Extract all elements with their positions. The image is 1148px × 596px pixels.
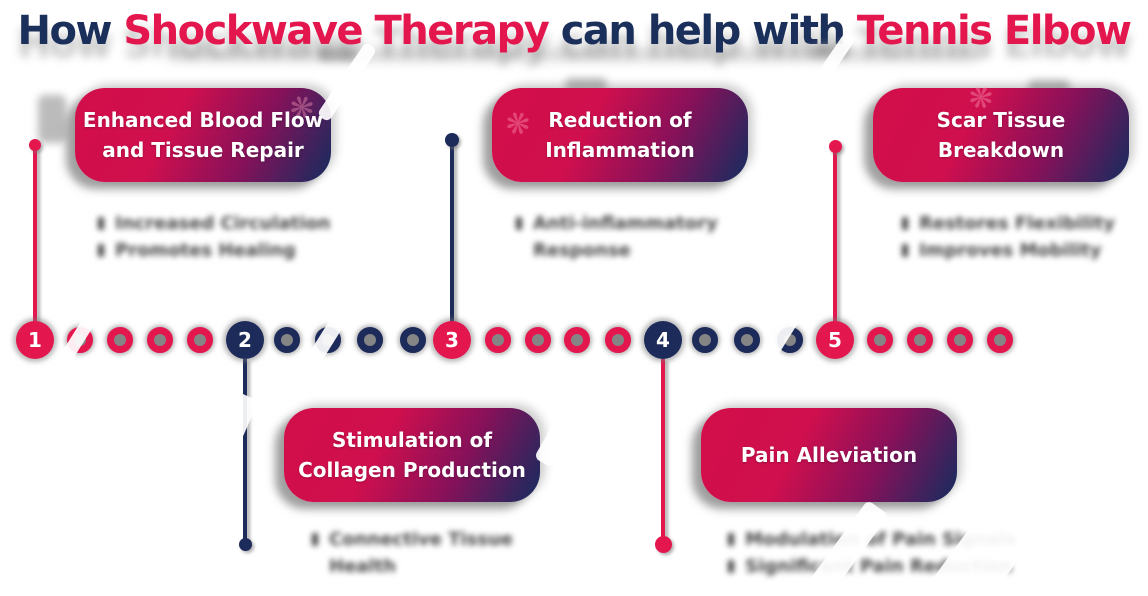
- step-number: 1: [28, 328, 42, 352]
- shockwave-watermark-icon: ❋: [500, 103, 537, 146]
- timeline-ring: [734, 327, 760, 353]
- timeline-ring: [907, 327, 933, 353]
- timeline-ring: [692, 327, 718, 353]
- card-scar-tissue-breakdown: ❋ Scar Tissue Breakdown: [873, 78, 1129, 182]
- card-title-line: Pain Alleviation: [740, 443, 918, 467]
- note-enhanced-blood-flow: Increased Circulation Promotes Healing: [98, 210, 331, 264]
- timeline-step-1: 1: [16, 321, 54, 359]
- timeline-step-2: 2: [226, 321, 264, 359]
- card-pain-alleviation: Pain Alleviation: [701, 408, 957, 502]
- card-title-line: Collagen Production: [298, 458, 526, 482]
- note-line: Anti-inflammatory: [533, 213, 718, 234]
- title-segment-highlight: Tennis Elbow: [856, 8, 1132, 54]
- timeline-ring: [947, 327, 973, 353]
- card-title-line: and Tissue Repair: [102, 138, 304, 162]
- decorative-streak: [48, 301, 105, 381]
- decorative-smudge: [565, 78, 607, 91]
- note-reduction-of-inflammation: Anti-inflammatory Response: [516, 210, 718, 264]
- timeline-step-5: 5: [816, 321, 854, 359]
- note-line: Modulation of Pain Signals: [745, 529, 1016, 550]
- step-number: 5: [828, 328, 842, 352]
- note-line: Connective Tissue: [329, 529, 513, 550]
- decorative-streak: [295, 298, 356, 384]
- note-line: Restores Flexibility: [919, 213, 1116, 234]
- bullet-icon: [902, 217, 908, 230]
- timeline-ring: [987, 327, 1013, 353]
- timeline-ring: [400, 327, 426, 353]
- note-line: Response: [533, 240, 631, 261]
- note-line: Promotes Healing: [115, 240, 296, 261]
- timeline-ring: [564, 327, 590, 353]
- card-title-line: Reduction of: [548, 108, 692, 132]
- bullet-icon: [98, 244, 104, 257]
- decorative-streak: [533, 362, 607, 468]
- note-stimulation-of-collagen: Connective Tissue Health: [312, 526, 513, 580]
- card-title-line: Inflammation: [545, 138, 695, 162]
- timeline-ring: [867, 327, 893, 353]
- card-title-line: Scar Tissue: [936, 108, 1066, 132]
- card-reduction-of-inflammation: ❋ Reduction of Inflammation: [492, 88, 748, 182]
- step-number: 3: [445, 328, 459, 352]
- bullet-icon: [902, 244, 908, 257]
- timeline-step-4: 4: [644, 321, 682, 359]
- title-segment-highlight: Shockwave Therapy: [123, 8, 549, 54]
- card-title-line: Enhanced Blood Flow: [82, 108, 324, 132]
- bullet-icon: [728, 560, 734, 573]
- connector-endpoint-step-5: [829, 140, 842, 153]
- bullet-icon: [98, 217, 104, 230]
- timeline-ring: [274, 327, 300, 353]
- note-scar-tissue-breakdown: Restores Flexibility Improves Mobility: [902, 210, 1115, 264]
- card-stimulation-of-collagen: Stimulation of Collagen Production: [284, 408, 540, 502]
- connector-step-3: [450, 141, 454, 322]
- bullet-icon: [728, 533, 734, 546]
- note-line: Improves Mobility: [919, 240, 1102, 261]
- bullet-icon: [312, 533, 318, 546]
- timeline-ring: [525, 327, 551, 353]
- step-number: 4: [656, 328, 670, 352]
- card-title-line: Stimulation of: [331, 428, 493, 452]
- card-title-line: Breakdown: [937, 138, 1065, 162]
- connector-step-1: [33, 147, 37, 323]
- timeline-ring: [485, 327, 511, 353]
- timeline-ring: [107, 327, 133, 353]
- connector-step-4: [661, 359, 665, 540]
- page-title: How Shockwave Therapy can help with Tenn…: [0, 8, 1148, 54]
- decorative-smudge: [38, 95, 66, 143]
- bullet-icon: [516, 217, 522, 230]
- connector-endpoint-step-2: [239, 538, 252, 551]
- step-number: 2: [238, 328, 252, 352]
- connector-endpoint-step-4: [655, 536, 672, 553]
- timeline-ring: [147, 327, 173, 353]
- timeline-step-3: 3: [433, 321, 471, 359]
- connector-step-5: [833, 147, 837, 323]
- decorative-streak: [1046, 251, 1134, 359]
- note-line: Increased Circulation: [115, 213, 331, 234]
- title-segment: can help with: [548, 8, 857, 54]
- connector-step-2: [243, 359, 247, 541]
- decorative-smudge: [318, 48, 356, 61]
- title-shadow-smudge: [170, 50, 978, 59]
- connector-endpoint-step-1: [29, 139, 41, 151]
- timeline-ring: [605, 327, 631, 353]
- note-line: Health: [329, 556, 397, 577]
- card-enhanced-blood-flow: ❋ Enhanced Blood Flow and Tissue Repair: [75, 88, 331, 182]
- connector-endpoint-step-3: [445, 133, 459, 147]
- timeline-ring: [357, 327, 383, 353]
- timeline-ring: [187, 327, 213, 353]
- title-segment: How: [17, 8, 124, 54]
